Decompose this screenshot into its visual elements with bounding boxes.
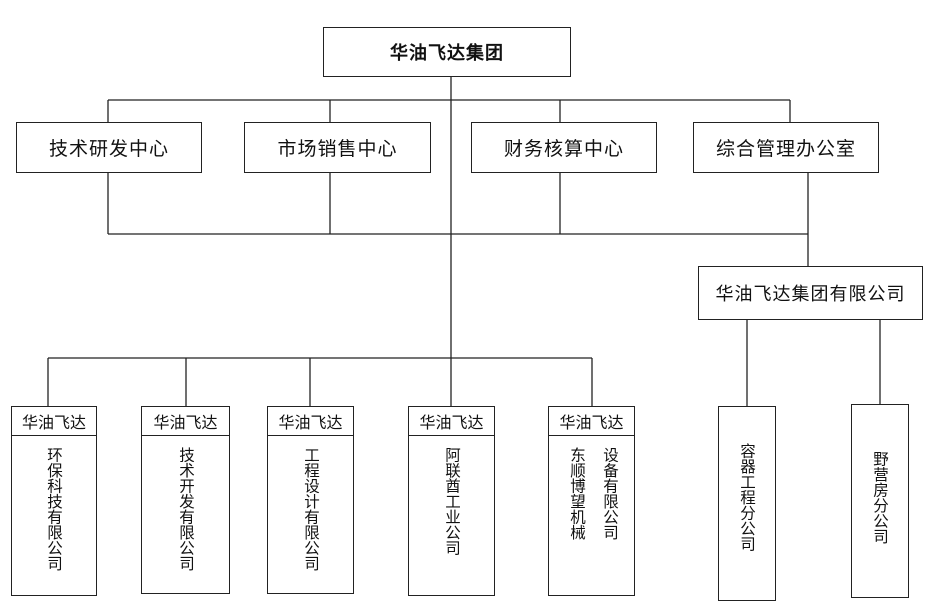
subsidiary-box: 华油飞达 环保科技有限公司 bbox=[11, 406, 97, 596]
subsidiary-box: 华油飞达 设备有限公司 东顺博望机械 bbox=[548, 406, 635, 596]
subsidiary-name-col1: 东顺博望机械 bbox=[568, 447, 586, 540]
dept-admin-office: 综合管理办公室 bbox=[693, 122, 879, 173]
subsidiary-name: 技术开发有限公司 bbox=[177, 447, 195, 571]
subsidiary-header: 华油飞达 bbox=[12, 407, 96, 436]
company-node: 华油飞达集团有限公司 bbox=[698, 266, 923, 320]
dept-label: 技术研发中心 bbox=[48, 138, 169, 160]
dept-marketing: 市场销售中心 bbox=[244, 122, 431, 173]
root-node: 华油飞达集团 bbox=[323, 27, 571, 77]
branch-name: 野营房分公司 bbox=[871, 451, 889, 544]
dept-label: 综合管理办公室 bbox=[715, 138, 856, 160]
subsidiary-name: 工程设计有限公司 bbox=[302, 447, 320, 571]
branch-box: 容器工程分公司 bbox=[718, 406, 776, 601]
company-label: 华油飞达集团有限公司 bbox=[715, 284, 906, 305]
subsidiary-header: 华油飞达 bbox=[549, 407, 634, 436]
dept-tech-rd: 技术研发中心 bbox=[16, 122, 202, 173]
root-label: 华油飞达集团 bbox=[390, 43, 504, 64]
subsidiary-header: 华油飞达 bbox=[142, 407, 229, 436]
branch-box: 野营房分公司 bbox=[851, 404, 909, 598]
subsidiary-header: 华油飞达 bbox=[409, 407, 494, 436]
subsidiary-box: 华油飞达 工程设计有限公司 bbox=[267, 406, 354, 594]
subsidiary-box: 华油飞达 技术开发有限公司 bbox=[141, 406, 230, 594]
branch-name: 容器工程分公司 bbox=[738, 443, 756, 552]
subsidiary-name: 阿联酋工业公司 bbox=[443, 447, 461, 556]
dept-label: 财务核算中心 bbox=[503, 138, 624, 160]
subsidiary-header: 华油飞达 bbox=[268, 407, 353, 436]
dept-label: 市场销售中心 bbox=[277, 138, 398, 160]
subsidiary-name-col2: 设备有限公司 bbox=[601, 447, 619, 540]
subsidiary-name: 环保科技有限公司 bbox=[45, 447, 63, 571]
dept-finance: 财务核算中心 bbox=[471, 122, 657, 173]
subsidiary-box: 华油飞达 阿联酋工业公司 bbox=[408, 406, 495, 596]
